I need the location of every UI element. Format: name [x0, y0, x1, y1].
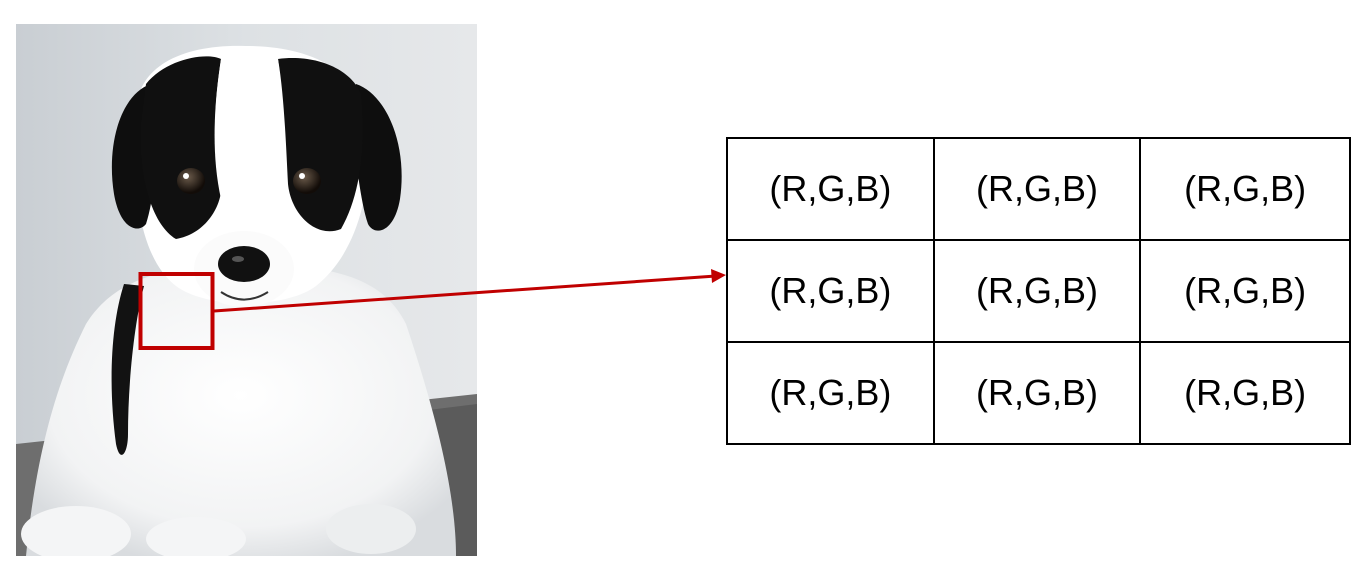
grid-cell: (R,G,B): [726, 137, 935, 241]
grid-row: (R,G,B) (R,G,B) (R,G,B): [726, 239, 1351, 343]
rgb-pixel-grid: (R,G,B) (R,G,B) (R,G,B) (R,G,B) (R,G,B) …: [726, 137, 1351, 445]
grid-row: (R,G,B) (R,G,B) (R,G,B): [726, 137, 1351, 241]
right-eye: [293, 168, 321, 194]
arrow-head: [711, 269, 726, 283]
grid-cell: (R,G,B): [932, 239, 1142, 343]
highlight-box: [138, 272, 215, 350]
grid-cell: (R,G,B): [1139, 239, 1351, 343]
puppy-photo: [16, 24, 477, 556]
nose: [218, 246, 270, 282]
grid-cell: (R,G,B): [932, 137, 1142, 241]
left-eye: [177, 168, 205, 194]
grid-row: (R,G,B) (R,G,B) (R,G,B): [726, 341, 1351, 445]
grid-cell: (R,G,B): [1139, 341, 1351, 445]
grid-cell: (R,G,B): [1139, 137, 1351, 241]
grid-cell: (R,G,B): [932, 341, 1142, 445]
grid-cell: (R,G,B): [726, 341, 935, 445]
grid-cell: (R,G,B): [726, 239, 935, 343]
